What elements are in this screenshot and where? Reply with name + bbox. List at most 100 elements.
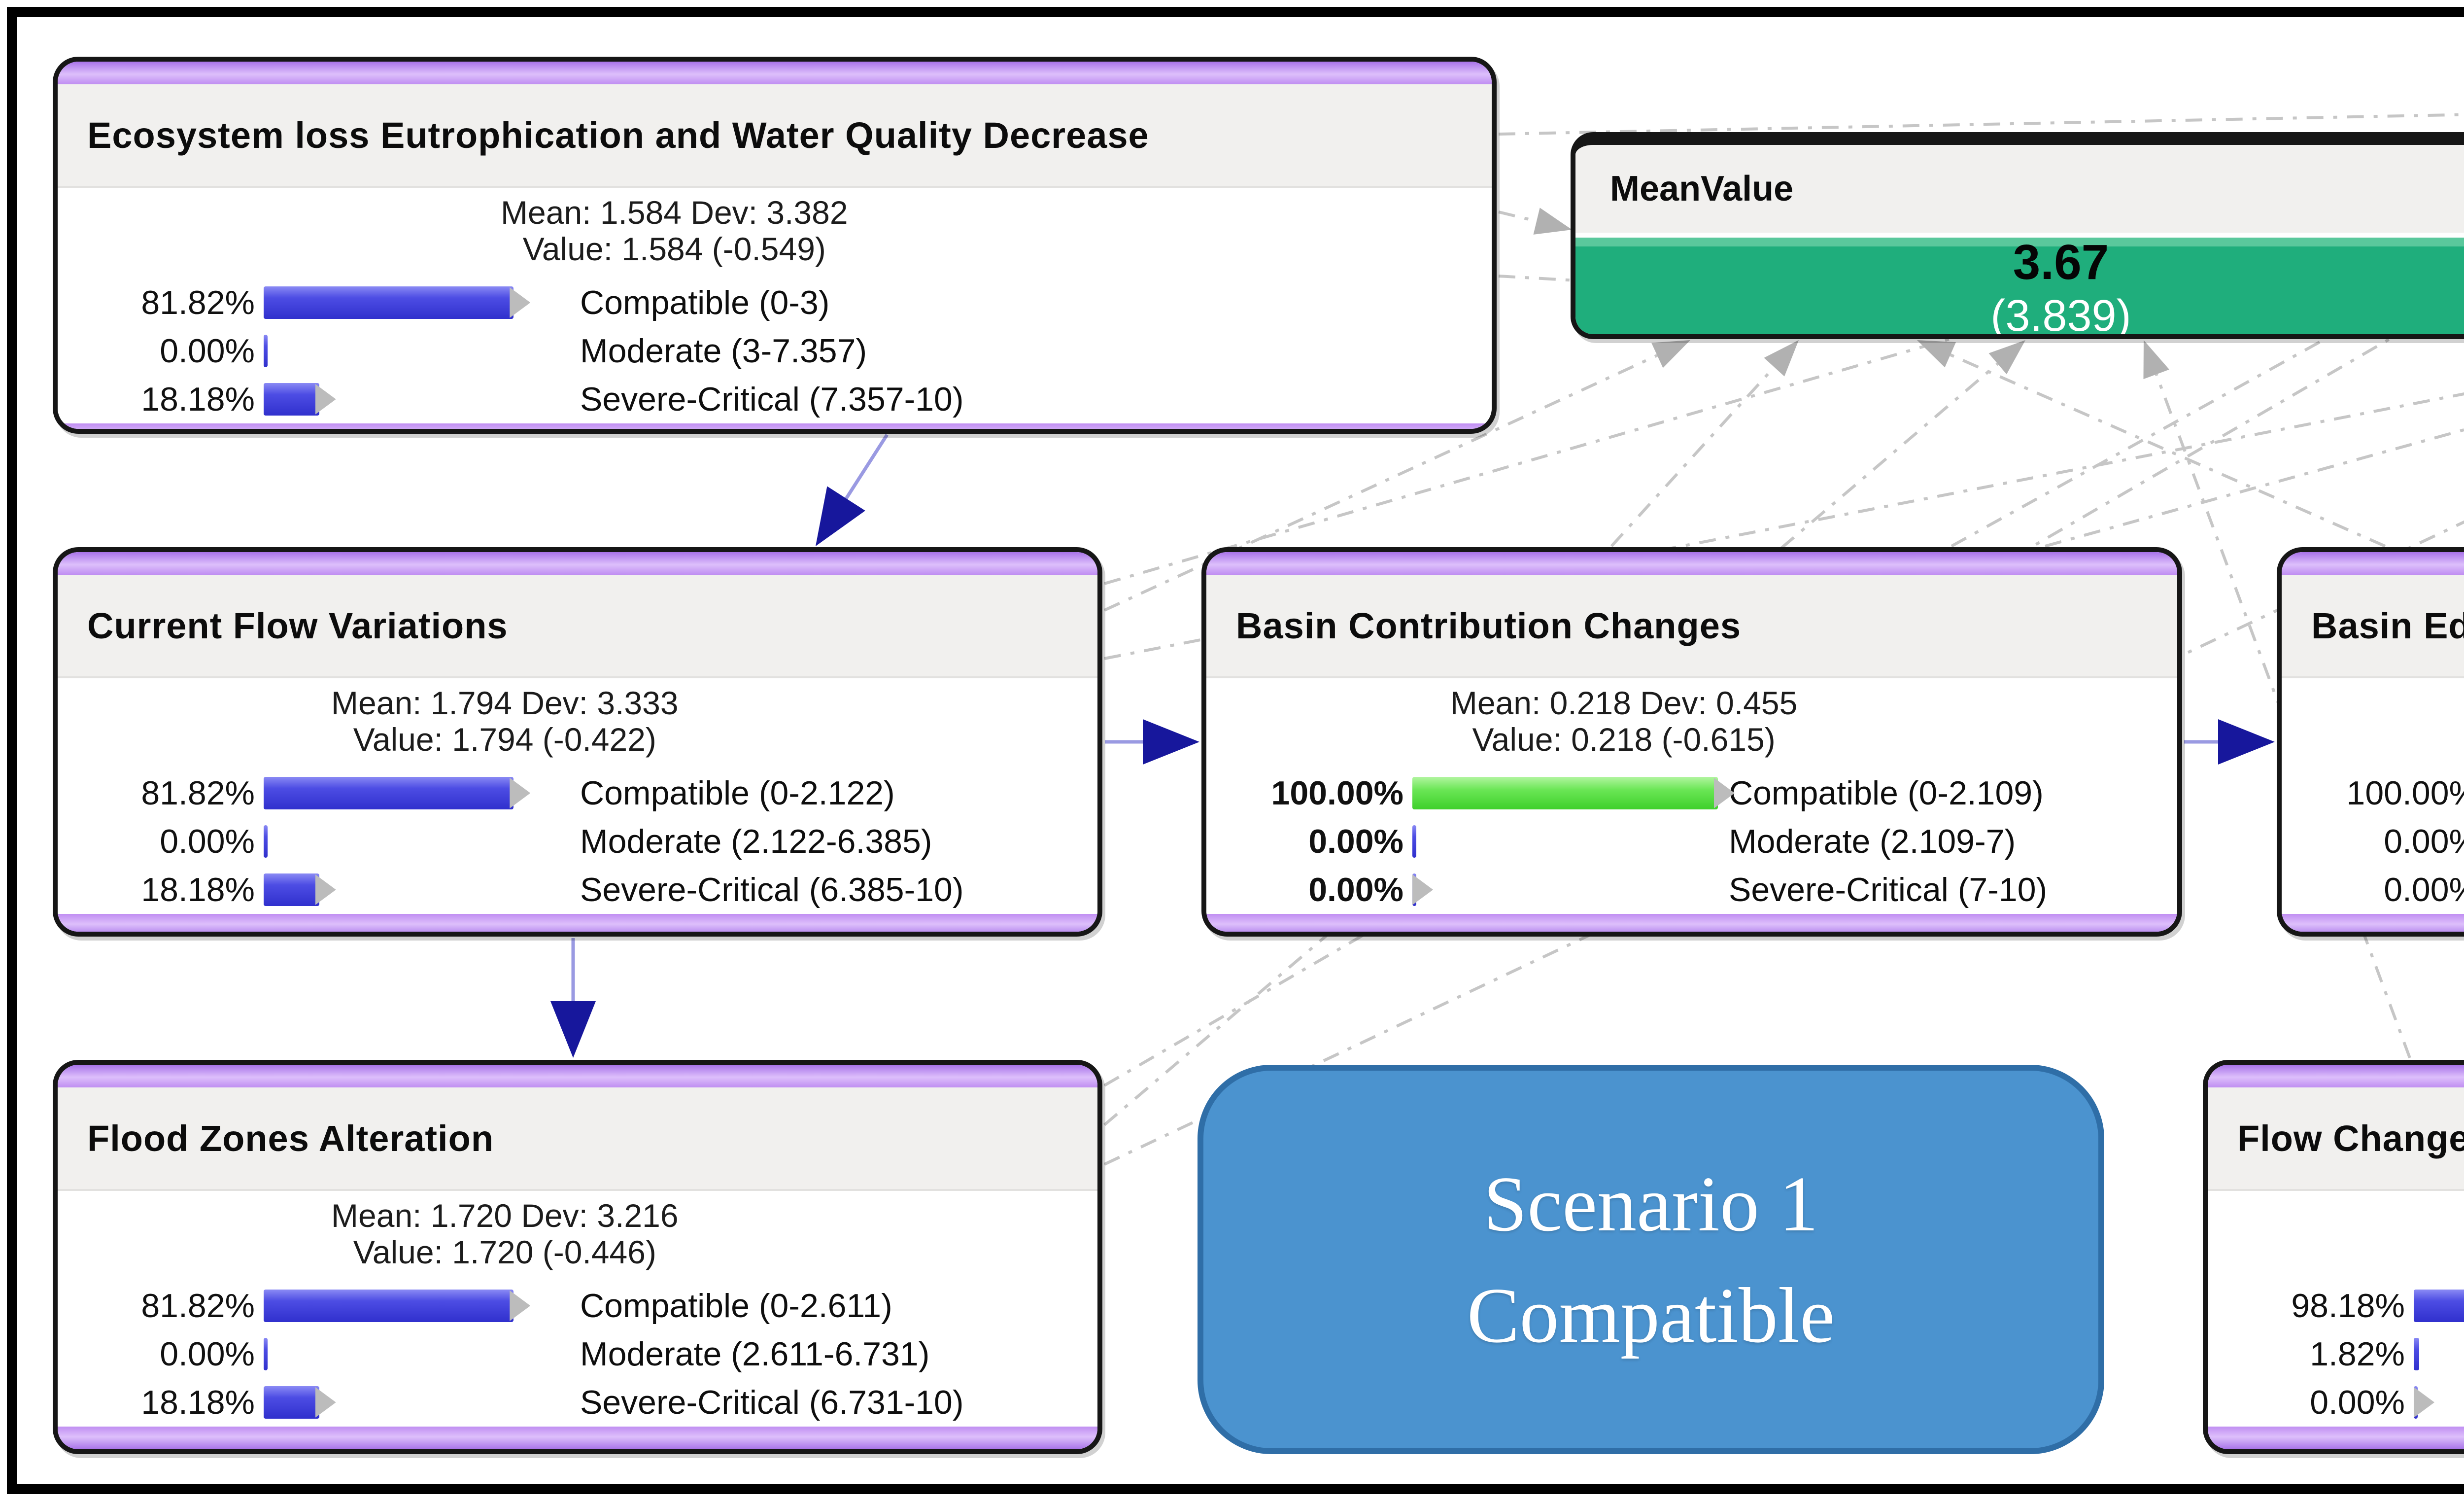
node-accent-strip bbox=[2282, 552, 2464, 575]
belief-bar-row[interactable]: 18.18% Severe-Critical (6.385-10) bbox=[58, 866, 1097, 914]
node-accent-strip bbox=[58, 552, 1097, 575]
node-accent-strip bbox=[58, 913, 1097, 932]
node-title: Basin Contribution Changes bbox=[1236, 605, 1741, 646]
node-header: Basin Edaphology Changes bbox=[2282, 575, 2464, 678]
node-body: Mean: 1.584 Dev: 3.382 Value: 1.584 (-0.… bbox=[58, 188, 1492, 423]
node-accent-strip bbox=[1206, 552, 2177, 575]
belief-bar-row[interactable]: 100.00% Compatible (0-2.109) bbox=[1206, 769, 2177, 817]
belief-bar-row[interactable]: 0.00% Moderate (2.122-6.385) bbox=[58, 817, 1097, 866]
belief-bar-row[interactable]: 0.00% Moderate (2.109-7) bbox=[1206, 817, 2177, 866]
utility-secondary-value: (3.839) bbox=[1990, 291, 2131, 339]
value-marker-icon bbox=[315, 874, 336, 905]
node-mean-value[interactable]: MeanValue 3.67 (3.839) bbox=[1571, 132, 2464, 339]
probability-label: 0.00% bbox=[160, 822, 255, 860]
state-label: Compatible (0-2.122) bbox=[580, 774, 895, 812]
value-text: Value: 1.584 (-0.549) bbox=[522, 230, 826, 267]
belief-bar-row[interactable]: 0.00% Moderate (3-7.357) bbox=[58, 327, 1492, 375]
probability-label: 81.82% bbox=[141, 1287, 255, 1325]
belief-bar bbox=[1412, 825, 1718, 858]
probability-label: 0.00% bbox=[2384, 871, 2464, 908]
belief-bars: 100.00% Compatible (0-2.109) 0.00% Moder… bbox=[1206, 769, 2177, 914]
belief-bar-row[interactable]: 81.82% Compatible (0-2.611) bbox=[58, 1282, 1097, 1330]
mean-dev-text: Mean: 0.364 Dev: 0.771 bbox=[2282, 685, 2464, 722]
node-title: Ecosystem loss Eutrophication and Water … bbox=[87, 114, 1149, 156]
value-marker-icon bbox=[510, 1290, 531, 1321]
probability-label: 0.00% bbox=[1308, 871, 1403, 908]
probability-label: 0.00% bbox=[160, 1335, 255, 1373]
node-ecosystem-loss[interactable]: Ecosystem loss Eutrophication and Water … bbox=[53, 57, 1497, 434]
belief-bar-row[interactable]: 0.00% Moderate (2.611-6.731) bbox=[58, 1330, 1097, 1378]
mean-dev-text: Mean: 1.794 Dev: 3.333 bbox=[331, 685, 679, 721]
belief-bar bbox=[2414, 1337, 2464, 1370]
node-accent-strip bbox=[58, 1065, 1097, 1087]
value-marker-icon bbox=[315, 1387, 336, 1418]
node-current-flow-variations[interactable]: Current Flow Variations Mean: 1.794 Dev:… bbox=[53, 547, 1102, 937]
state-label: Severe-Critical (6.731-10) bbox=[580, 1383, 964, 1421]
belief-bar-row[interactable]: 81.82% Compatible (0-2.122) bbox=[58, 769, 1097, 817]
belief-bars: 100.00% Compatible (0-2.182) 0.00% Moder… bbox=[2282, 769, 2464, 914]
state-label: Compatible (0-2.611) bbox=[580, 1287, 892, 1325]
belief-bar-row[interactable]: 0.00% Moderate (2.182-7) bbox=[2282, 817, 2464, 866]
state-label: Moderate (2.109-7) bbox=[1729, 822, 2016, 860]
probability-label: 81.82% bbox=[141, 774, 255, 812]
belief-bar bbox=[2414, 1386, 2464, 1419]
node-stats: Mean: 0.364 Dev: 0.771 Value: 0.364 (-0.… bbox=[2282, 685, 2464, 758]
probability-label: 0.00% bbox=[1308, 822, 1403, 860]
belief-bar-row[interactable]: 0.00% Severe-Critical (7.25-10) bbox=[2208, 1378, 2464, 1427]
node-accent-strip bbox=[2208, 1427, 2464, 1449]
belief-bars: 81.82% Compatible (0-3) 0.00% Moderate (… bbox=[58, 279, 1492, 423]
belief-bar-row[interactable]: 18.18% Severe-Critical (6.731-10) bbox=[58, 1378, 1097, 1427]
node-header: Flood Zones Alteration bbox=[58, 1087, 1097, 1191]
node-header: MeanValue bbox=[1575, 145, 2464, 233]
node-stats: Mean: 1.584 Dev: 3.382 Value: 1.584 (-0.… bbox=[58, 194, 1291, 268]
probability-label: 98.18% bbox=[2291, 1287, 2405, 1325]
node-flood-zones-alteration[interactable]: Flood Zones Alteration Mean: 1.720 Dev: … bbox=[53, 1060, 1102, 1454]
belief-bar bbox=[1412, 873, 1718, 906]
value-marker-icon bbox=[510, 287, 531, 318]
state-label: Moderate (3-7.357) bbox=[580, 332, 867, 370]
belief-bars: 81.82% Compatible (0-2.611) 0.00% Modera… bbox=[58, 1282, 1097, 1427]
node-header: Current Flow Variations bbox=[58, 575, 1097, 678]
belief-bar-row[interactable]: 0.00% Severe-Critical (7-10) bbox=[1206, 866, 2177, 914]
belief-bar bbox=[264, 873, 569, 906]
belief-bar bbox=[264, 825, 569, 858]
node-body: Mean: 0.218 Dev: 0.455 Value: 0.218 (-0.… bbox=[1206, 678, 2177, 914]
belief-bars: 98.18% Compatible (0-2.359) 1.82% Modera… bbox=[2208, 1282, 2464, 1427]
scenario-label-box[interactable]: Scenario 1 Compatible bbox=[1198, 1065, 2104, 1454]
node-accent-strip bbox=[1206, 913, 2177, 932]
belief-bar-row[interactable]: 98.18% Compatible (0-2.359) bbox=[2208, 1282, 2464, 1330]
node-basin-edaphology-changes[interactable]: Basin Edaphology Changes Mean: 0.364 Dev… bbox=[2277, 547, 2464, 937]
state-label: Severe-Critical (7.357-10) bbox=[580, 380, 964, 418]
belief-bar bbox=[264, 1386, 569, 1419]
node-body: Mean: 1.720 Dev: 3.216 Value: 1.720 (-0.… bbox=[58, 1191, 1097, 1427]
node-title: MeanValue bbox=[1610, 169, 1794, 209]
mean-dev-text: Mean: 1.584 Dev: 3.382 bbox=[501, 194, 848, 231]
value-text: Value: 0.364 (-0.603) bbox=[2282, 722, 2464, 758]
node-title: Basin Edaphology Changes bbox=[2311, 605, 2464, 646]
belief-bar-row[interactable]: 81.82% Compatible (0-3) bbox=[58, 279, 1492, 327]
node-title: Flow Changes bbox=[2237, 1117, 2464, 1159]
probability-label: 0.00% bbox=[2310, 1383, 2405, 1421]
node-title: Current Flow Variations bbox=[87, 605, 508, 646]
node-accent-strip bbox=[2282, 913, 2464, 932]
probability-label: 0.00% bbox=[160, 332, 255, 370]
belief-bar-row[interactable]: 100.00% Compatible (0-2.182) bbox=[2282, 769, 2464, 817]
probability-label: 100.00% bbox=[1271, 774, 1403, 812]
probability-label: 18.18% bbox=[141, 380, 255, 418]
value-text: Value: 0.218 (-0.615) bbox=[1472, 721, 1776, 758]
node-header: Flow Changes bbox=[2208, 1087, 2464, 1191]
node-basin-contribution-changes[interactable]: Basin Contribution Changes Mean: 0.218 D… bbox=[1201, 547, 2182, 937]
node-flow-changes[interactable]: Flow Changes Mean: 0.296 Dev: 0.731 Valu… bbox=[2203, 1060, 2464, 1454]
belief-bar-row[interactable]: 1.82% Moderate (2.359-7.25) bbox=[2208, 1330, 2464, 1378]
state-label: Severe-Critical (7-10) bbox=[1729, 871, 2048, 908]
belief-bar-row[interactable]: 18.18% Severe-Critical (7.357-10) bbox=[58, 375, 1492, 423]
probability-label: 1.82% bbox=[2310, 1335, 2405, 1373]
node-header: Basin Contribution Changes bbox=[1206, 575, 2177, 678]
belief-bar bbox=[264, 776, 569, 809]
utility-value: 3.67 bbox=[2013, 235, 2109, 290]
belief-bar bbox=[264, 1289, 569, 1322]
belief-bar bbox=[264, 286, 569, 319]
mean-dev-text: Mean: 0.218 Dev: 0.455 bbox=[1450, 685, 1798, 721]
belief-bar-row[interactable]: 0.00% Severe-Critical (7-10) bbox=[2282, 866, 2464, 914]
